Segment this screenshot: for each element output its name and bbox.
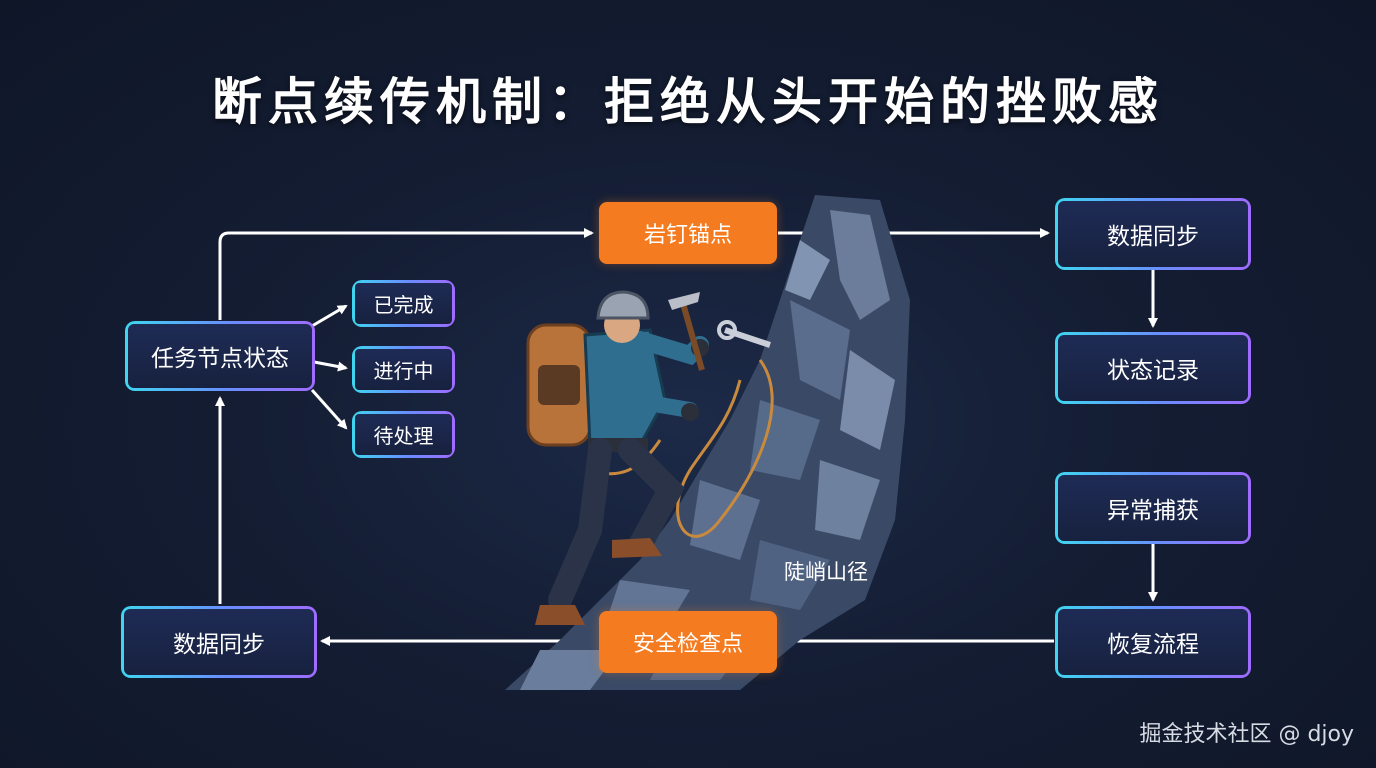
node-exception-label: 异常捕获 xyxy=(1107,498,1199,524)
watermark: 掘金技术社区 @ djoy xyxy=(1139,722,1354,747)
arrow-task-to-pending xyxy=(310,388,348,430)
node-completed-label: 已完成 xyxy=(373,293,434,317)
node-state-record: 状态记录 xyxy=(1055,332,1251,404)
node-in-progress-label: 进行中 xyxy=(373,359,434,383)
node-anchor-label: 岩钉锚点 xyxy=(643,223,732,248)
node-exception: 异常捕获 xyxy=(1055,472,1251,544)
node-recovery-label: 恢复流程 xyxy=(1107,632,1199,658)
node-pending: 待处理 xyxy=(352,411,455,458)
node-state-record-label: 状态记录 xyxy=(1107,358,1199,384)
node-task-state-label: 任务节点状态 xyxy=(151,346,289,372)
node-recovery: 恢复流程 xyxy=(1055,606,1251,678)
node-checkpoint: 安全检查点 xyxy=(599,611,777,673)
arrow-task-to-completed xyxy=(311,304,348,328)
mountain-label: 陡峭山径 xyxy=(784,560,868,584)
arrow-task-to-anchor xyxy=(218,228,594,320)
node-checkpoint-label: 安全检查点 xyxy=(632,632,743,657)
node-task-state: 任务节点状态 xyxy=(125,321,315,391)
node-sync-right-label: 数据同步 xyxy=(1107,224,1199,250)
node-sync-left-label: 数据同步 xyxy=(173,632,265,658)
node-completed: 已完成 xyxy=(352,280,455,327)
node-in-progress: 进行中 xyxy=(352,346,455,393)
arrow-task-to-inprogress xyxy=(313,360,348,372)
node-anchor: 岩钉锚点 xyxy=(599,202,777,264)
node-sync-right: 数据同步 xyxy=(1055,198,1251,270)
page-title: 断点续传机制：拒绝从头开始的挫败感 xyxy=(212,72,1164,131)
node-sync-left: 数据同步 xyxy=(121,606,317,678)
node-pending-label: 待处理 xyxy=(373,424,434,448)
